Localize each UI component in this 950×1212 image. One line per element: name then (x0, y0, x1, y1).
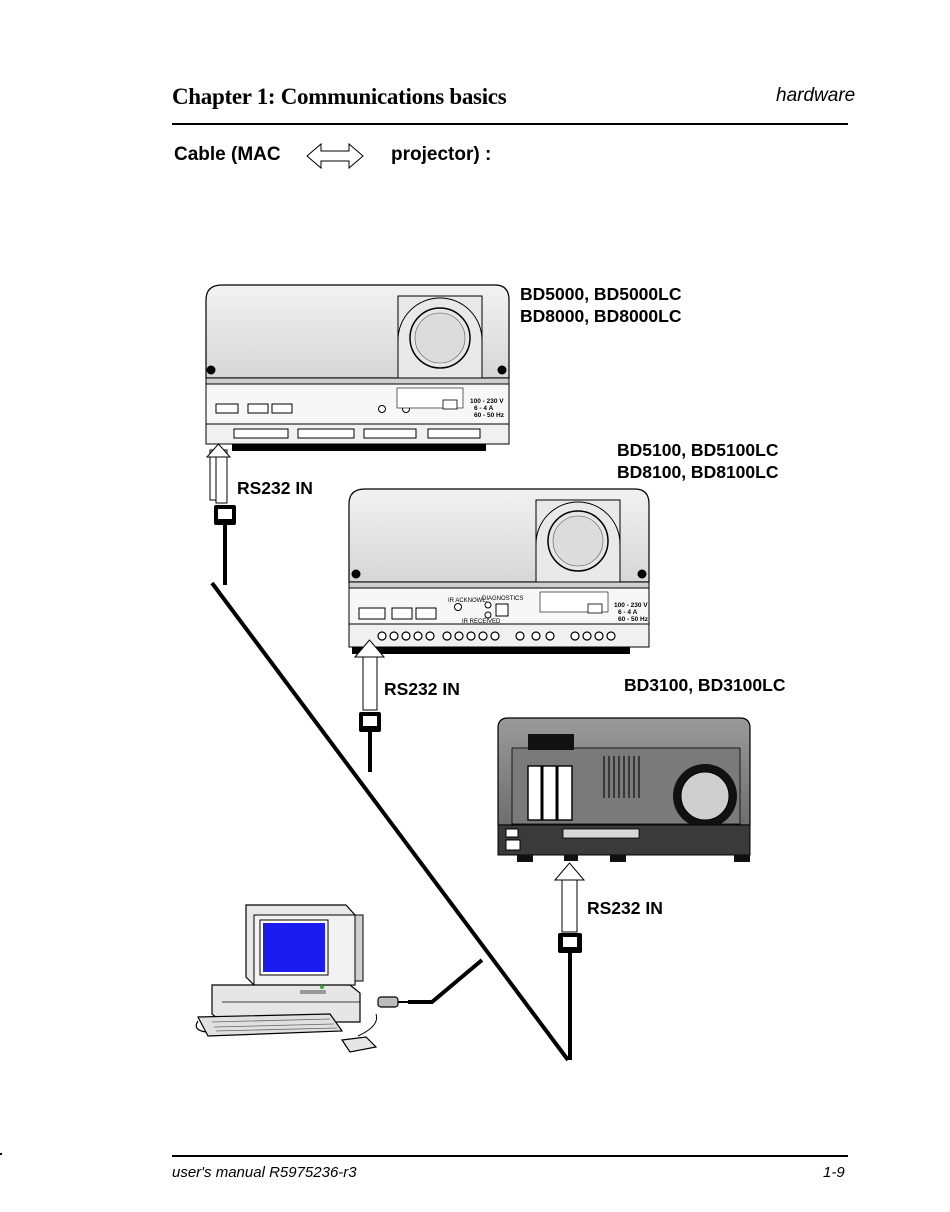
macintosh-computer (195, 904, 484, 1053)
projector-3-models: BD3100, BD3100LC (624, 674, 785, 696)
manual-reference: user's manual R5975236-r3 (172, 1164, 357, 1181)
footer-rule (172, 1155, 848, 1157)
model-label: BD8000, BD8000LC (520, 306, 682, 326)
computer-cable (408, 958, 484, 1004)
ir-received-text: IR RECEIVED (462, 619, 501, 625)
main-cable (210, 581, 570, 1062)
connector-plug-2 (359, 712, 381, 772)
ir-acknowl-text: IR ACKNOWL. (448, 598, 488, 604)
power-rating-3: 60 - 50 Hz (474, 412, 505, 419)
model-label: BD8100, BD8100LC (617, 462, 779, 482)
margin-dot (0, 1153, 2, 1155)
rs232-in-label-2: RS232 IN (384, 679, 460, 699)
header-rule (172, 123, 848, 125)
projector-1-models: BD5000, BD5000LC BD8000, BD8000LC (520, 283, 681, 327)
power-rating-1: 100 - 230 V (614, 602, 648, 609)
projector-bd5100: IR ACKNOWL. DIAGNOSTICS IR RECEIVED 100 … (348, 488, 650, 772)
model-label: BD5100, BD5100LC (617, 440, 779, 460)
connector-plug-3 (558, 933, 582, 1060)
power-rating-2: 6 - 4 A (618, 609, 638, 616)
screen (263, 923, 325, 972)
power-rating-1: 100 - 230 V (470, 398, 504, 405)
power-rating-2: 6 - 4 A (474, 405, 494, 412)
projector-bd5000: 100 - 230 V 6 - 4 A 60 - 50 Hz (205, 284, 510, 585)
section-tag: hardware (776, 85, 856, 106)
rs232-in-label-3: RS232 IN (587, 898, 663, 918)
model-label: BD5000, BD5000LC (520, 284, 682, 304)
model-label: BD3100, BD3100LC (624, 675, 786, 695)
page-number: 1-9 (823, 1164, 845, 1181)
projector-2-models: BD5100, BD5100LC BD8100, BD8100LC (617, 439, 778, 483)
connector-plug-1 (214, 505, 236, 585)
power-rating-3: 60 - 50 Hz (618, 616, 649, 623)
cable-heading-right: projector) : (391, 144, 492, 165)
bidirectional-arrow-icon (306, 142, 364, 170)
diagnostics-text: DIAGNOSTICS (482, 596, 523, 602)
chapter-title: Chapter 1: Communications basics (172, 84, 507, 109)
projector-bd3100 (497, 717, 751, 1060)
rs232-in-label-1: RS232 IN (237, 478, 313, 498)
cable-heading-left: Cable (MAC (174, 144, 281, 165)
